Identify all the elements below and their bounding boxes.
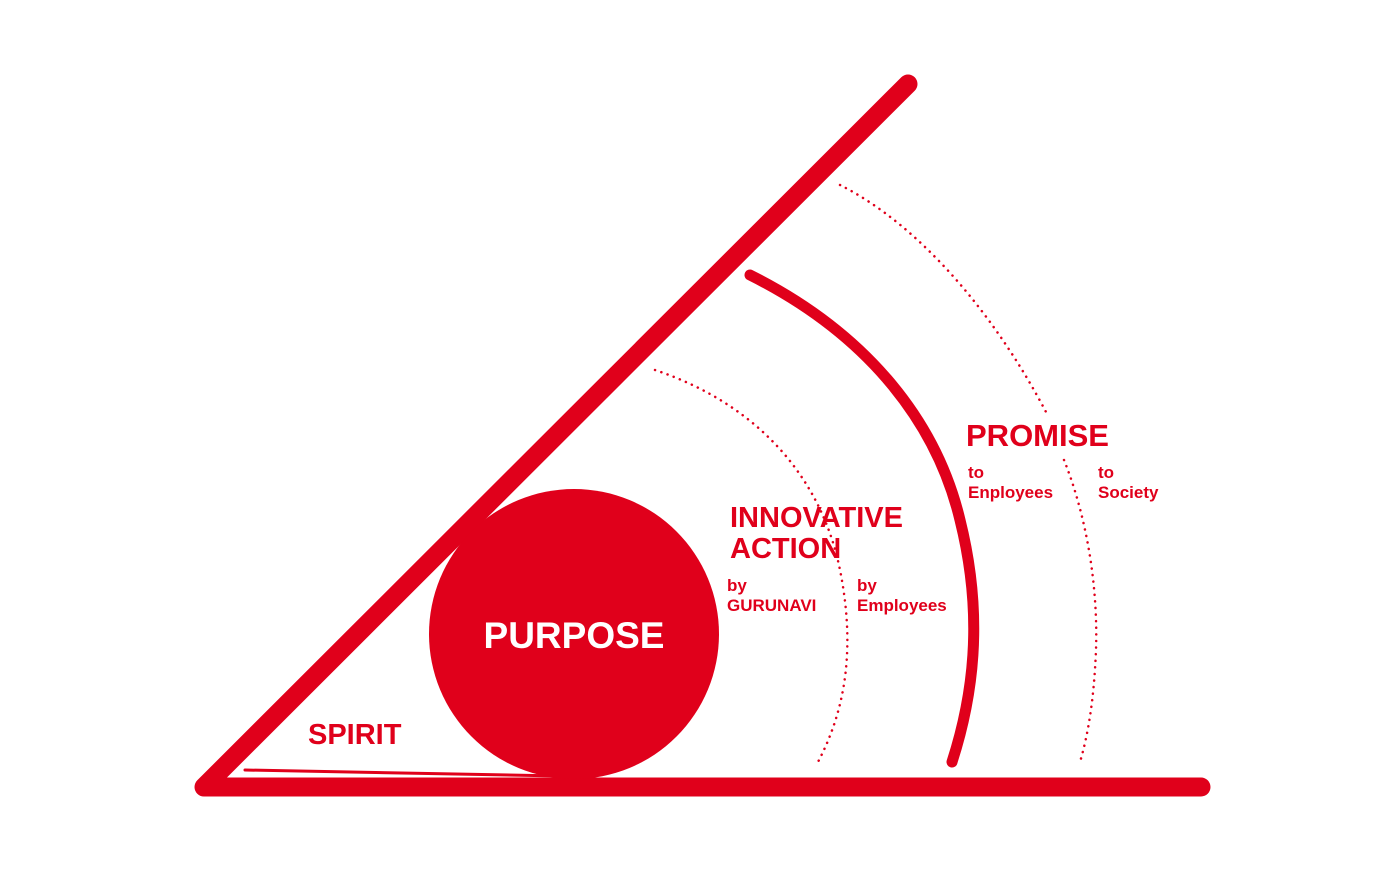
by-gurunavi-line2: GURUNAVI — [727, 596, 816, 615]
dotted-arc-inner — [653, 368, 849, 764]
triangle-frame — [194, 74, 1211, 797]
dotted-arc-outer-lower — [1062, 458, 1098, 764]
by-employees-line1: by — [857, 576, 877, 595]
spirit-label: SPIRIT — [308, 719, 402, 751]
to-enployees-line1: to — [968, 463, 984, 482]
promise-label: PROMISE — [966, 418, 1109, 453]
innovative-action-label-line1: INNOVATIVE — [730, 502, 903, 534]
dotted-arc-outer-upper — [838, 183, 1048, 414]
purpose-label: PURPOSE — [484, 615, 665, 656]
to-enployees-line2: Enployees — [968, 483, 1053, 502]
to-society-line2: Society — [1098, 483, 1159, 502]
triangle-base-inner — [243, 768, 562, 778]
by-gurunavi-line1: by — [727, 576, 747, 595]
solid-arc — [744, 269, 980, 768]
to-society-line1: to — [1098, 463, 1114, 482]
by-employees-line2: Employees — [857, 596, 947, 615]
innovative-action-label-line2: ACTION — [730, 533, 841, 565]
purpose-circle — [429, 489, 719, 779]
